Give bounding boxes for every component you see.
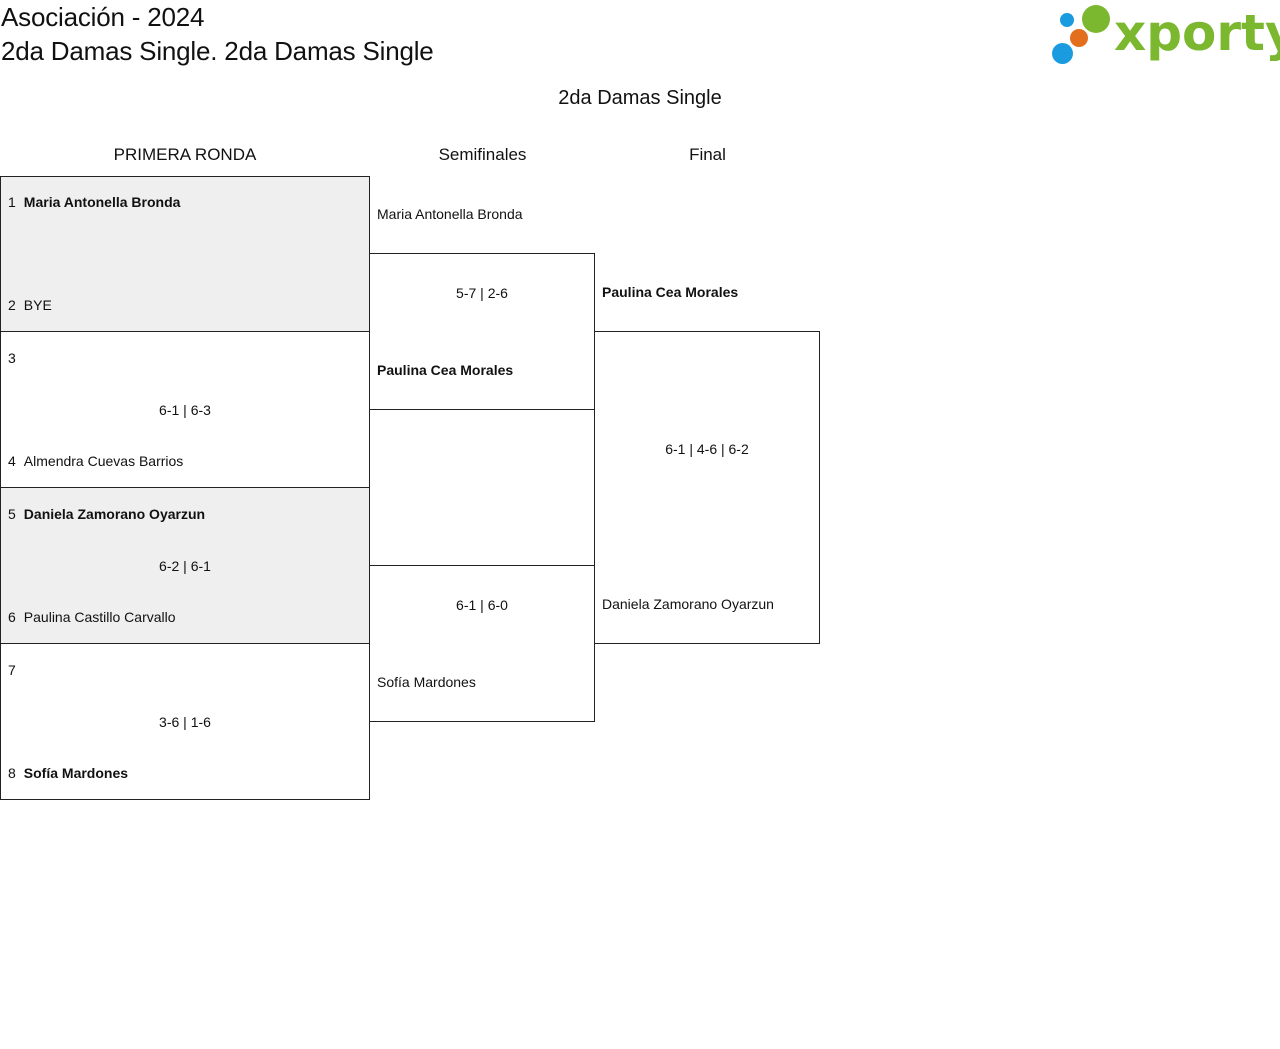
player-slot[interactable]: 8 Sofía Mardones: [8, 764, 128, 782]
player-name: Almendra Cuevas Barrios: [23, 453, 184, 469]
match-score: 6-2 | 6-1: [159, 558, 211, 574]
match-score: 6-1 | 6-0: [456, 597, 508, 613]
match-semifinal-1: [369, 253, 595, 410]
round-header-first: PRIMERA RONDA: [113, 145, 257, 164]
logo-dot-blue-small-icon: [1060, 13, 1074, 27]
seed-number: 8: [8, 765, 16, 781]
semifinal-player[interactable]: Sofía Mardones: [377, 674, 476, 690]
match-score: 5-7 | 2-6: [456, 285, 508, 301]
player-slot[interactable]: 5 Daniela Zamorano Oyarzun: [8, 505, 205, 523]
seed-number: 2: [8, 297, 16, 313]
match-score: 6-1 | 4-6 | 6-2: [665, 441, 749, 457]
player-name: BYE: [23, 297, 52, 313]
semifinal-player[interactable]: Paulina Cea Morales: [377, 362, 514, 378]
player-slot[interactable]: 7: [8, 661, 24, 679]
match-final: [594, 331, 820, 644]
player-name: Daniela Zamorano Oyarzun: [23, 506, 206, 522]
xporty-logo[interactable]: xporty: [1050, 2, 1280, 68]
match-first-round-3: [0, 487, 370, 644]
logo-dot-orange-icon: [1070, 29, 1088, 47]
seed-number: 1: [8, 194, 16, 210]
match-semifinal-2: [369, 565, 595, 722]
player-name: Sofía Mardones: [23, 765, 129, 781]
seed-number: 5: [8, 506, 16, 522]
bracket-title: 2da Damas Single: [558, 87, 722, 109]
final-player[interactable]: Daniela Zamorano Oyarzun: [602, 596, 774, 612]
match-score: 3-6 | 1-6: [159, 714, 211, 730]
page-title: Asociación - 2024: [1, 2, 205, 32]
player-slot[interactable]: 6 Paulina Castillo Carvallo: [8, 608, 176, 626]
player-slot[interactable]: 2 BYE: [8, 296, 52, 314]
match-first-round-1: [0, 176, 370, 332]
logo-dot-green-icon: [1082, 5, 1110, 33]
final-player[interactable]: Paulina Cea Morales: [602, 284, 739, 300]
player-slot[interactable]: 3: [8, 349, 24, 367]
round-header-semifinals: Semifinales: [438, 145, 527, 164]
logo-wordmark: xporty: [1114, 4, 1280, 62]
seed-number: 6: [8, 609, 16, 625]
seed-number: 7: [8, 662, 16, 678]
round-header-final: Final: [689, 145, 726, 164]
page-subtitle: 2da Damas Single. 2da Damas Single: [1, 36, 434, 66]
player-name: Maria Antonella Bronda: [23, 194, 181, 210]
player-slot[interactable]: 1 Maria Antonella Bronda: [8, 193, 180, 211]
player-name: Paulina Castillo Carvallo: [23, 609, 176, 625]
match-score: 6-1 | 6-3: [159, 402, 211, 418]
logo-dot-blue-icon: [1052, 43, 1073, 64]
seed-number: 3: [8, 350, 16, 366]
seed-number: 4: [8, 453, 16, 469]
player-slot[interactable]: 4 Almendra Cuevas Barrios: [8, 452, 183, 470]
semifinal-player[interactable]: Maria Antonella Bronda: [377, 206, 523, 222]
